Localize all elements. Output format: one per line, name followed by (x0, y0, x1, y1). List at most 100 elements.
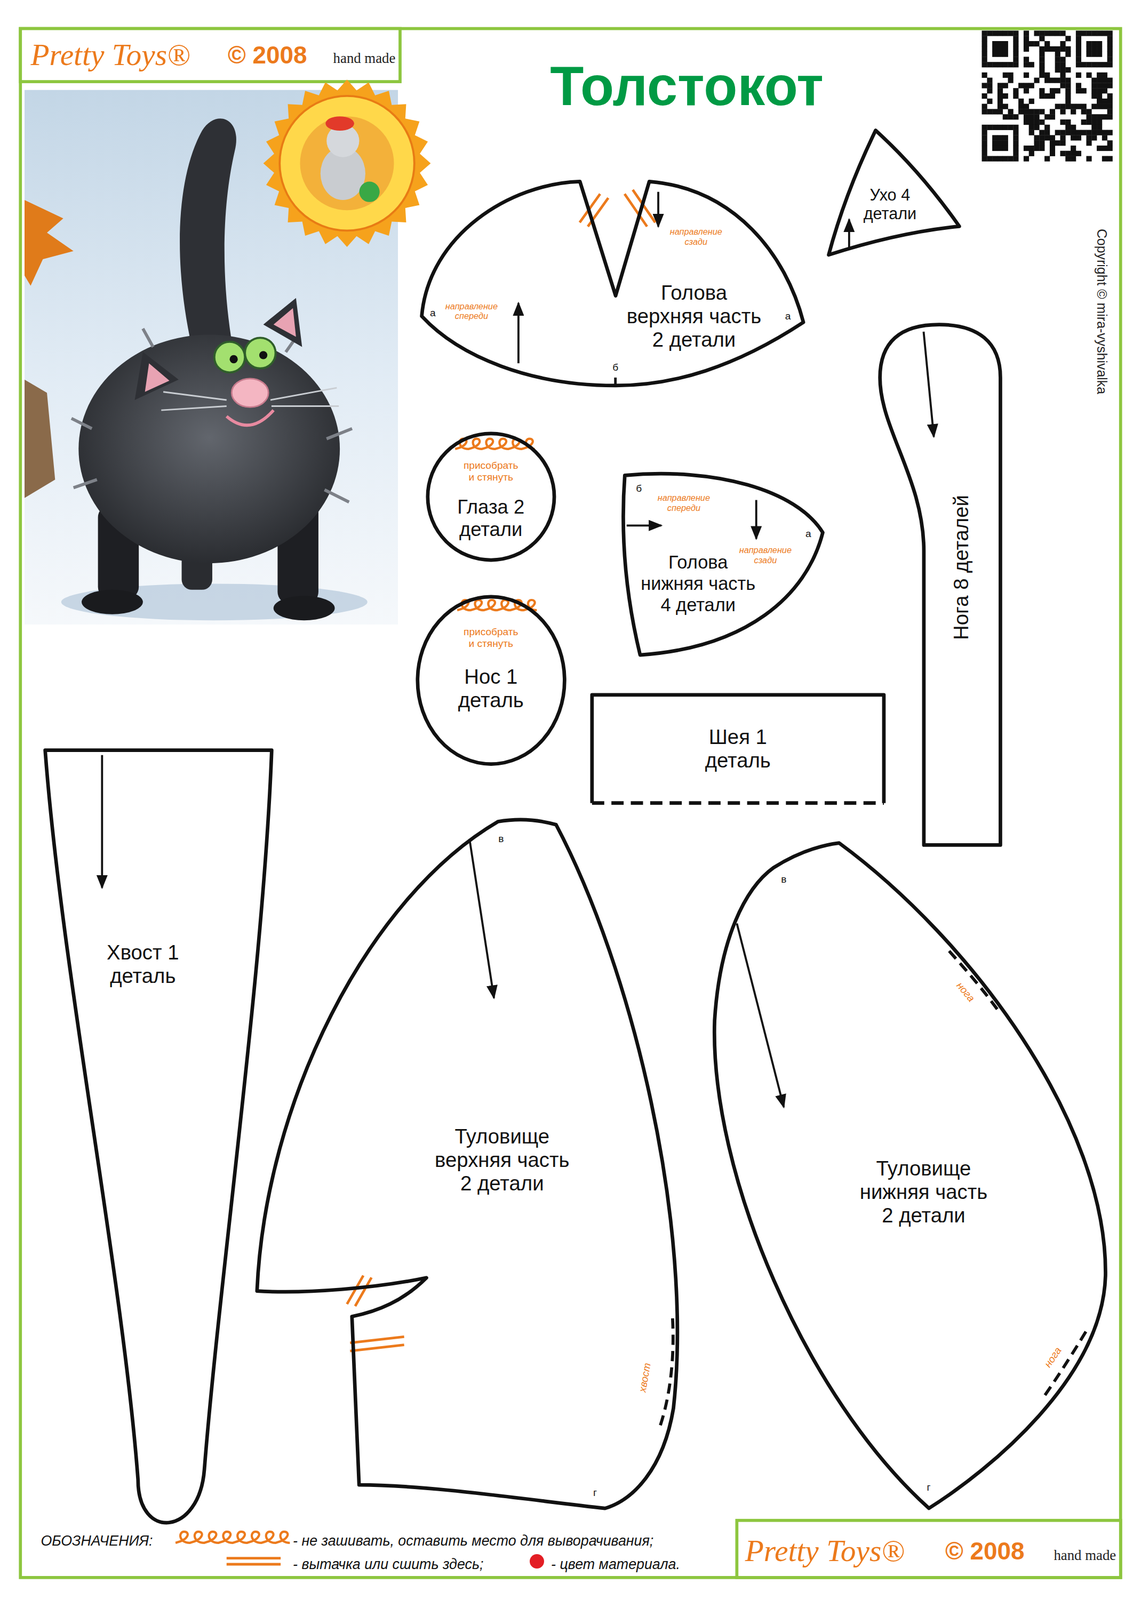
qr-module (1039, 46, 1045, 52)
qr-module (1033, 77, 1040, 84)
qr-module (1049, 145, 1056, 151)
qr-module (1102, 30, 1108, 36)
qr-module (1075, 82, 1082, 89)
qr-module (1039, 61, 1045, 68)
qr-module (1065, 119, 1071, 125)
qr-module (1102, 145, 1108, 151)
qr-module (1055, 46, 1061, 52)
pattern-piece: вногаТуловище нижняя часть 2 деталиногаг (710, 839, 1109, 1513)
cat-eye (214, 341, 245, 373)
match-letter: г (927, 1482, 931, 1495)
qr-module (992, 61, 998, 68)
qr-module (992, 124, 998, 131)
piece-outline (416, 173, 811, 390)
text-holder: хвост (636, 1362, 654, 1394)
text-holder: ОБОЗНАЧЕНИЯ: (41, 1533, 154, 1550)
piece-name: Голова верхняя часть 2 детали (622, 281, 766, 352)
qr-module (1065, 82, 1071, 89)
qr-module (1102, 156, 1108, 162)
cat-body (78, 334, 340, 564)
qr-module (1008, 156, 1014, 162)
qr-module (1096, 114, 1103, 120)
qr-module (1039, 72, 1045, 78)
qr-module (1096, 72, 1103, 78)
qr-module (992, 46, 998, 52)
qr-module (1102, 104, 1108, 110)
cat-mouth (226, 410, 274, 426)
dart-mark (349, 1336, 404, 1352)
qr-module (997, 124, 1003, 131)
qr-module (1070, 108, 1076, 115)
qr-module (1102, 77, 1108, 84)
qr-module (1012, 41, 1019, 47)
match-letter: а (785, 310, 792, 323)
badge-star (263, 79, 432, 247)
qr-module (1107, 46, 1113, 52)
qr-module (1049, 150, 1056, 157)
qr-module (1028, 145, 1035, 151)
badge (263, 79, 432, 247)
qr-module (1028, 82, 1035, 89)
page-frame (20, 28, 1121, 1578)
qr-module (1107, 130, 1113, 136)
qr-module (1002, 82, 1009, 89)
qr-module (1096, 41, 1103, 47)
qr-module (1102, 98, 1108, 105)
cut-line (257, 819, 678, 1508)
qr-module (1102, 72, 1108, 78)
pattern-piece: Шея 1 деталь (589, 692, 887, 806)
qr-module (1002, 104, 1009, 110)
qr-module (1075, 56, 1082, 62)
copyright-year: © 2008 (945, 1537, 1025, 1566)
match-letter: в (498, 833, 504, 845)
cat-whiskers (161, 387, 339, 411)
text-holder: Глаза 2 детали (451, 496, 530, 541)
qr-module (1023, 61, 1029, 68)
piece-name: Нос 1 деталь (457, 665, 525, 713)
qr-module (1059, 77, 1066, 84)
qr-module (1044, 30, 1050, 36)
qr-module (982, 108, 988, 115)
qr-module (1107, 108, 1113, 115)
text-holder: направление сзади (738, 545, 794, 565)
qr-module (1096, 46, 1103, 52)
qr-module (997, 140, 1003, 146)
qr-module (1096, 30, 1103, 36)
text-holder: направление спереди (656, 493, 712, 514)
copyright-note: Copyright © mira-vyshivalka (1094, 228, 1111, 394)
text-holder: Шея 1 деталь (704, 725, 772, 773)
qr-module (1039, 119, 1045, 125)
qr-module (1002, 41, 1009, 47)
footer-box (736, 1520, 1121, 1578)
qr-module (1107, 82, 1113, 89)
qr-module (1102, 88, 1108, 94)
qr-module (1075, 61, 1082, 68)
qr-module (1091, 130, 1097, 136)
qr-module (1039, 88, 1045, 94)
qr-module (1023, 145, 1029, 151)
qr-module (1012, 93, 1019, 99)
pattern-piece: присобрать и стянутьНос 1 деталь (415, 594, 567, 767)
cut-line (427, 433, 555, 561)
text-holder: в (498, 833, 504, 845)
text-holder: - цвет материала. (551, 1556, 681, 1574)
grain-arrow (626, 524, 662, 527)
qr-module (1086, 114, 1092, 120)
qr-module (1008, 72, 1014, 78)
qr-module (1023, 56, 1029, 62)
qr-module (1086, 30, 1092, 36)
qr-module (1096, 130, 1103, 136)
qr-module (1039, 67, 1045, 73)
qr-module (982, 51, 988, 58)
text-holder: © 2008 (227, 41, 308, 70)
qr-module (1055, 130, 1061, 136)
qr-module (1039, 130, 1045, 136)
piece-name: Шея 1 деталь (704, 725, 772, 773)
qr-module (1012, 140, 1019, 146)
qr-module (1049, 88, 1056, 94)
pattern-piece: Нога 8 деталей (875, 320, 1005, 850)
text-holder: Pretty Toys® (30, 37, 190, 73)
qr-module (1107, 145, 1113, 151)
